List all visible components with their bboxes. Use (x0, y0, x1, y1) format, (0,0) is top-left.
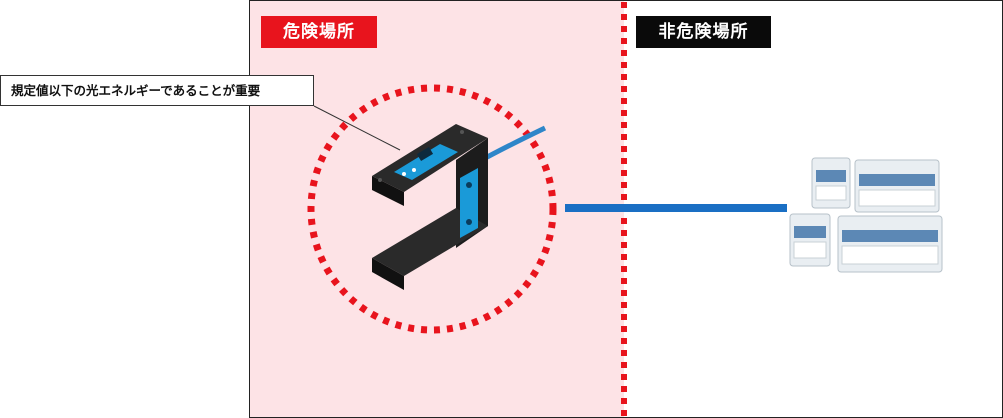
non-hazardous-area-label: 非危険場所 (636, 16, 771, 48)
callout-leader-line (313, 105, 401, 151)
amplifier-units-icon (789, 157, 943, 273)
signal-cable (565, 204, 787, 212)
callout-box: 規定値以下の光エネルギーであることが重要 (0, 75, 314, 106)
fork-photoelectric-sensor-icon (372, 124, 488, 290)
hazardous-area-label: 危険場所 (261, 16, 377, 48)
sensor-highlight-circle (307, 84, 557, 334)
